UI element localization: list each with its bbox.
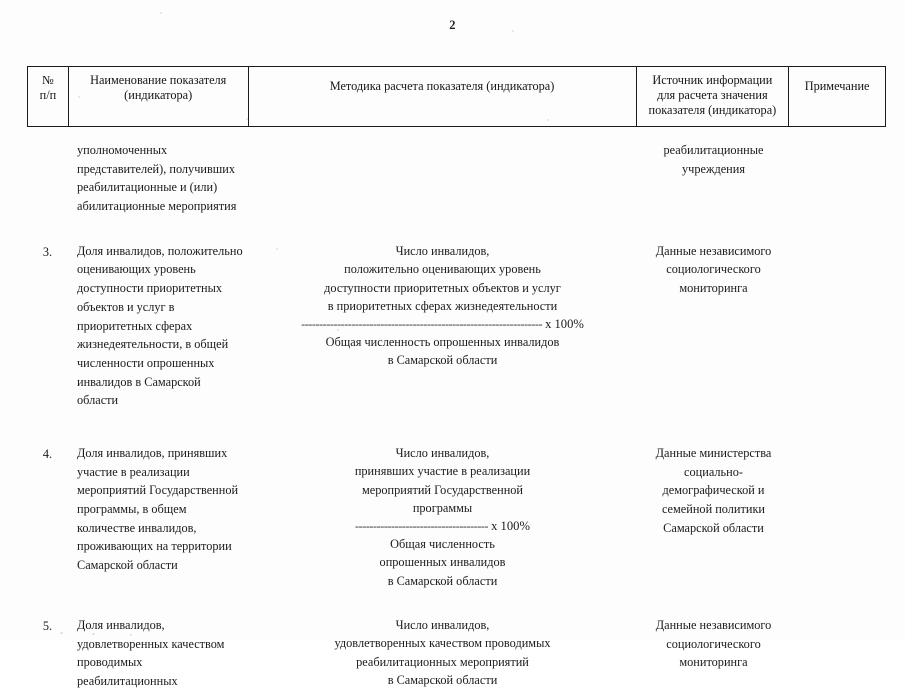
scan-speck	[160, 12, 162, 14]
scan-speck	[512, 30, 514, 32]
scan-speck	[78, 96, 80, 98]
scan-speck	[547, 119, 549, 121]
scan-speck	[130, 634, 132, 636]
column-header-methodology-line1: Методика расчета показателя (индикатора)	[329, 79, 555, 93]
scan-speck	[92, 633, 95, 635]
row-source: реабилитационные учреждения	[663, 143, 764, 176]
formula-fraction: Число инвалидов,принявших участие в реал…	[254, 444, 631, 590]
column-header-source: Источник информации для расчета значения…	[637, 67, 790, 126]
formula-fraction: Число инвалидов,положительно оценивающих…	[254, 242, 631, 370]
formula-dashes: ----------------------------------------…	[301, 316, 543, 331]
page-number: 2	[449, 18, 456, 32]
column-header-note: Примечание	[789, 67, 885, 126]
formula-divider-line: -------------------------------------x 1…	[254, 518, 631, 535]
table-row: уполномоченных представителей), получивш…	[27, 141, 886, 216]
formula-numerator: Число инвалидов,принявших участие в реал…	[354, 445, 531, 516]
column-header-source-line2: для расчета значения	[657, 88, 768, 103]
scan-speck	[712, 628, 714, 630]
column-header-indicator-name-line1: Наименование показателя	[90, 73, 227, 87]
row-methodology: Число инвалидов,положительно оценивающих…	[248, 242, 637, 410]
scan-speck	[447, 492, 449, 494]
row-number: 4.	[42, 446, 53, 461]
row-source: Данные независимого социологического мон…	[655, 243, 772, 296]
scan-speck	[60, 632, 63, 634]
row-gap	[27, 127, 886, 141]
table-header-row: № п/п Наименование показателя (индикатор…	[27, 66, 886, 127]
row-note	[790, 141, 886, 216]
row-number: 5.	[42, 619, 53, 633]
column-header-number-line2: п/п	[39, 88, 57, 103]
table-row: 5. Доля инвалидов, удовлетворенных качес…	[27, 616, 886, 691]
row-gap	[27, 410, 886, 444]
document-page: 2 № п/п Наименование показателя (индикат…	[27, 12, 886, 689]
scan-speck	[276, 248, 278, 250]
table-body: уполномоченных представителей), получивш…	[27, 127, 886, 691]
row-source: Данные министерства социально-демографич…	[655, 445, 772, 535]
scan-speck	[337, 329, 339, 331]
row-indicator-name: Доля инвалидов, положительно оценивающих…	[77, 243, 243, 408]
column-header-source-line1: Источник информации	[652, 73, 773, 87]
row-gap	[27, 590, 886, 616]
formula-divider-line: ----------------------------------------…	[254, 316, 631, 333]
row-note	[790, 616, 886, 691]
column-header-number: № п/п	[28, 67, 69, 126]
formula-multiplier: x 100%	[491, 518, 530, 533]
column-header-indicator-name-line2: (индикатора)	[124, 88, 193, 103]
formula-multiplier: x 100%	[545, 316, 584, 331]
table-row: 3. Доля инвалидов, положительно оцениваю…	[27, 242, 886, 410]
column-header-methodology: Методика расчета показателя (индикатора)	[249, 67, 637, 126]
row-indicator-name: Доля инвалидов, принявших участие в реал…	[77, 445, 239, 573]
row-number: 3.	[42, 244, 53, 259]
formula-dashes: -------------------------------------	[355, 518, 489, 533]
row-note	[790, 444, 886, 590]
row-indicator-name: Доля инвалидов, удовлетворенных качество…	[77, 618, 225, 689]
scan-speck	[246, 118, 248, 120]
row-indicator-name: уполномоченных представителей), получивш…	[77, 143, 237, 214]
table-row: 4. Доля инвалидов, принявших участие в р…	[27, 444, 886, 590]
column-header-note-line1: Примечание	[804, 79, 870, 93]
row-methodology: Число инвалидов,принявших участие в реал…	[248, 444, 637, 590]
row-number	[27, 141, 68, 216]
row-note	[790, 242, 886, 410]
row-methodology: Число инвалидов,удовлетворенных качество…	[248, 616, 637, 691]
column-header-source-line3: показателя (индикатора)	[648, 103, 777, 118]
formula-numerator: Число инвалидов,положительно оценивающих…	[324, 243, 561, 314]
formula-fraction: Число инвалидов,удовлетворенных качество…	[254, 616, 631, 690]
row-gap	[27, 216, 886, 242]
formula-numerator: Число инвалидов,удовлетворенных качество…	[334, 618, 551, 688]
column-header-number-line1: №	[42, 73, 54, 87]
column-header-indicator-name: Наименование показателя (индикатора)	[69, 67, 249, 126]
row-methodology	[248, 141, 637, 216]
